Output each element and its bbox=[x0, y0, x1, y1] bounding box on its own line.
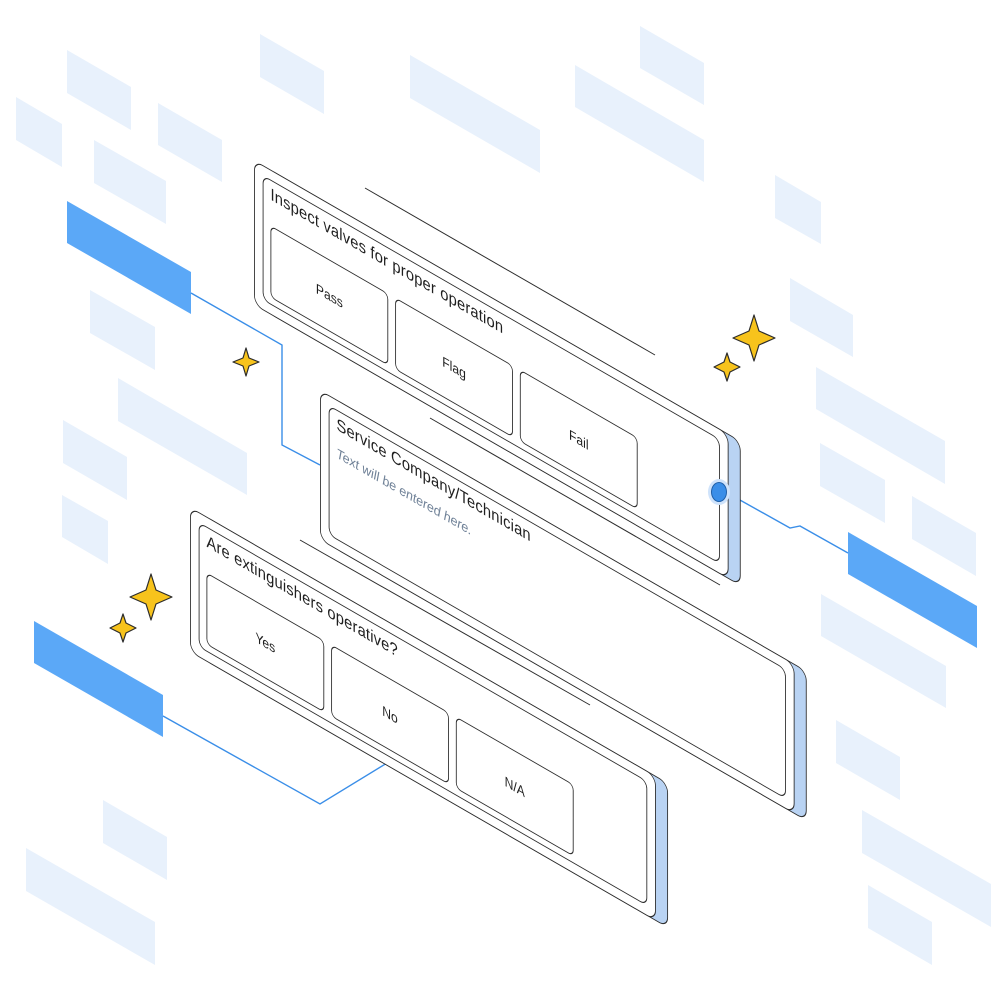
accent-tile bbox=[67, 201, 191, 314]
depth-line bbox=[429, 417, 721, 586]
bg-tile bbox=[63, 420, 127, 500]
bg-tile bbox=[90, 290, 155, 370]
bg-tile bbox=[912, 496, 976, 576]
sparkle-icon bbox=[129, 573, 173, 621]
connector-line bbox=[721, 489, 849, 554]
bg-tile bbox=[260, 34, 324, 114]
bg-tile bbox=[640, 26, 704, 105]
bg-tile bbox=[821, 594, 946, 708]
bg-tile bbox=[790, 278, 853, 357]
bg-tile bbox=[26, 848, 155, 965]
sparkle-icon bbox=[713, 352, 741, 382]
bg-tile bbox=[118, 378, 247, 495]
bg-tile bbox=[820, 443, 885, 523]
accent-tile bbox=[848, 532, 977, 648]
connector-dot bbox=[711, 482, 727, 502]
bg-tile bbox=[410, 55, 540, 173]
bg-tile bbox=[862, 810, 991, 927]
bg-tile bbox=[94, 140, 166, 224]
accent-tiles bbox=[34, 201, 977, 737]
connector-line bbox=[162, 715, 393, 805]
sparkle-icon bbox=[732, 314, 776, 362]
connector-lines bbox=[162, 292, 849, 805]
bg-tile bbox=[103, 800, 167, 880]
depth-line bbox=[364, 187, 656, 356]
bg-tile bbox=[67, 50, 131, 130]
bg-tile bbox=[16, 97, 62, 167]
bg-tile bbox=[816, 367, 945, 484]
bg-tile bbox=[775, 175, 821, 244]
bg-tile bbox=[62, 495, 108, 564]
sparkle-icon bbox=[232, 347, 260, 377]
accent-tile bbox=[34, 621, 163, 737]
bg-tile bbox=[836, 720, 900, 800]
bg-tile bbox=[575, 65, 704, 182]
bg-tile bbox=[158, 103, 222, 182]
background-tiles bbox=[16, 26, 991, 965]
depth-line bbox=[299, 539, 591, 706]
sparkles bbox=[109, 314, 776, 643]
connector-line bbox=[190, 292, 321, 466]
sparkle-icon bbox=[109, 613, 137, 643]
bg-tile bbox=[868, 885, 932, 965]
depth-lines bbox=[299, 187, 721, 706]
